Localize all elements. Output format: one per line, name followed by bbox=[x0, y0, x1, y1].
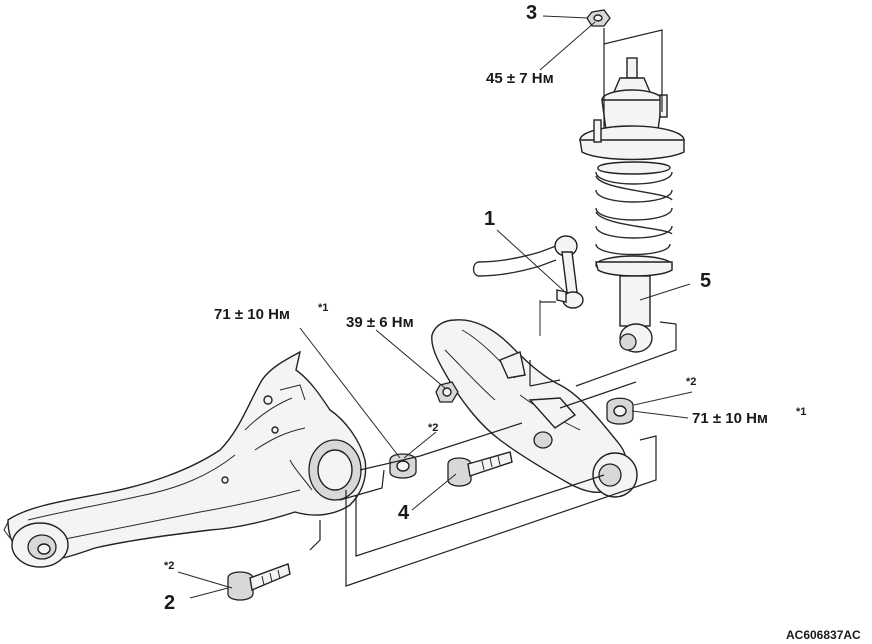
bolt-2 bbox=[227, 563, 291, 601]
assembly-lines bbox=[309, 28, 677, 587]
nut-stabilizer-lower bbox=[435, 381, 459, 403]
label-star2-bottom: *2 bbox=[164, 560, 175, 572]
label-torque-top: 45 ± 7 Нм bbox=[486, 70, 554, 87]
label-star2-left: *2 bbox=[428, 422, 439, 434]
reference-code: AC606837AC bbox=[786, 628, 861, 642]
lower-control-arm bbox=[431, 319, 638, 498]
label-part-3: 3 bbox=[526, 2, 538, 24]
label-part-5: 5 bbox=[700, 270, 712, 292]
label-star1-right: *1 bbox=[796, 406, 807, 418]
label-torque-link: 39 ± 6 Нм bbox=[346, 314, 414, 331]
trailing-arm-knuckle bbox=[3, 350, 367, 568]
bolt-4 bbox=[447, 451, 513, 487]
nut-knuckle bbox=[389, 453, 417, 479]
label-part-2: 2 bbox=[164, 592, 176, 614]
label-part-4: 4 bbox=[398, 502, 410, 524]
label-part-1: 1 bbox=[484, 208, 496, 230]
label-star2-right: *2 bbox=[686, 376, 697, 388]
stabilizer-link bbox=[472, 235, 584, 336]
nut-shock-lower bbox=[606, 397, 634, 425]
shock-absorber-assembly bbox=[579, 9, 685, 353]
label-torque-left: 71 ± 10 Нм bbox=[214, 306, 291, 323]
label-torque-right: 71 ± 10 Нм bbox=[692, 410, 769, 427]
leader-lines bbox=[177, 15, 693, 599]
label-star1-left: *1 bbox=[318, 302, 329, 314]
